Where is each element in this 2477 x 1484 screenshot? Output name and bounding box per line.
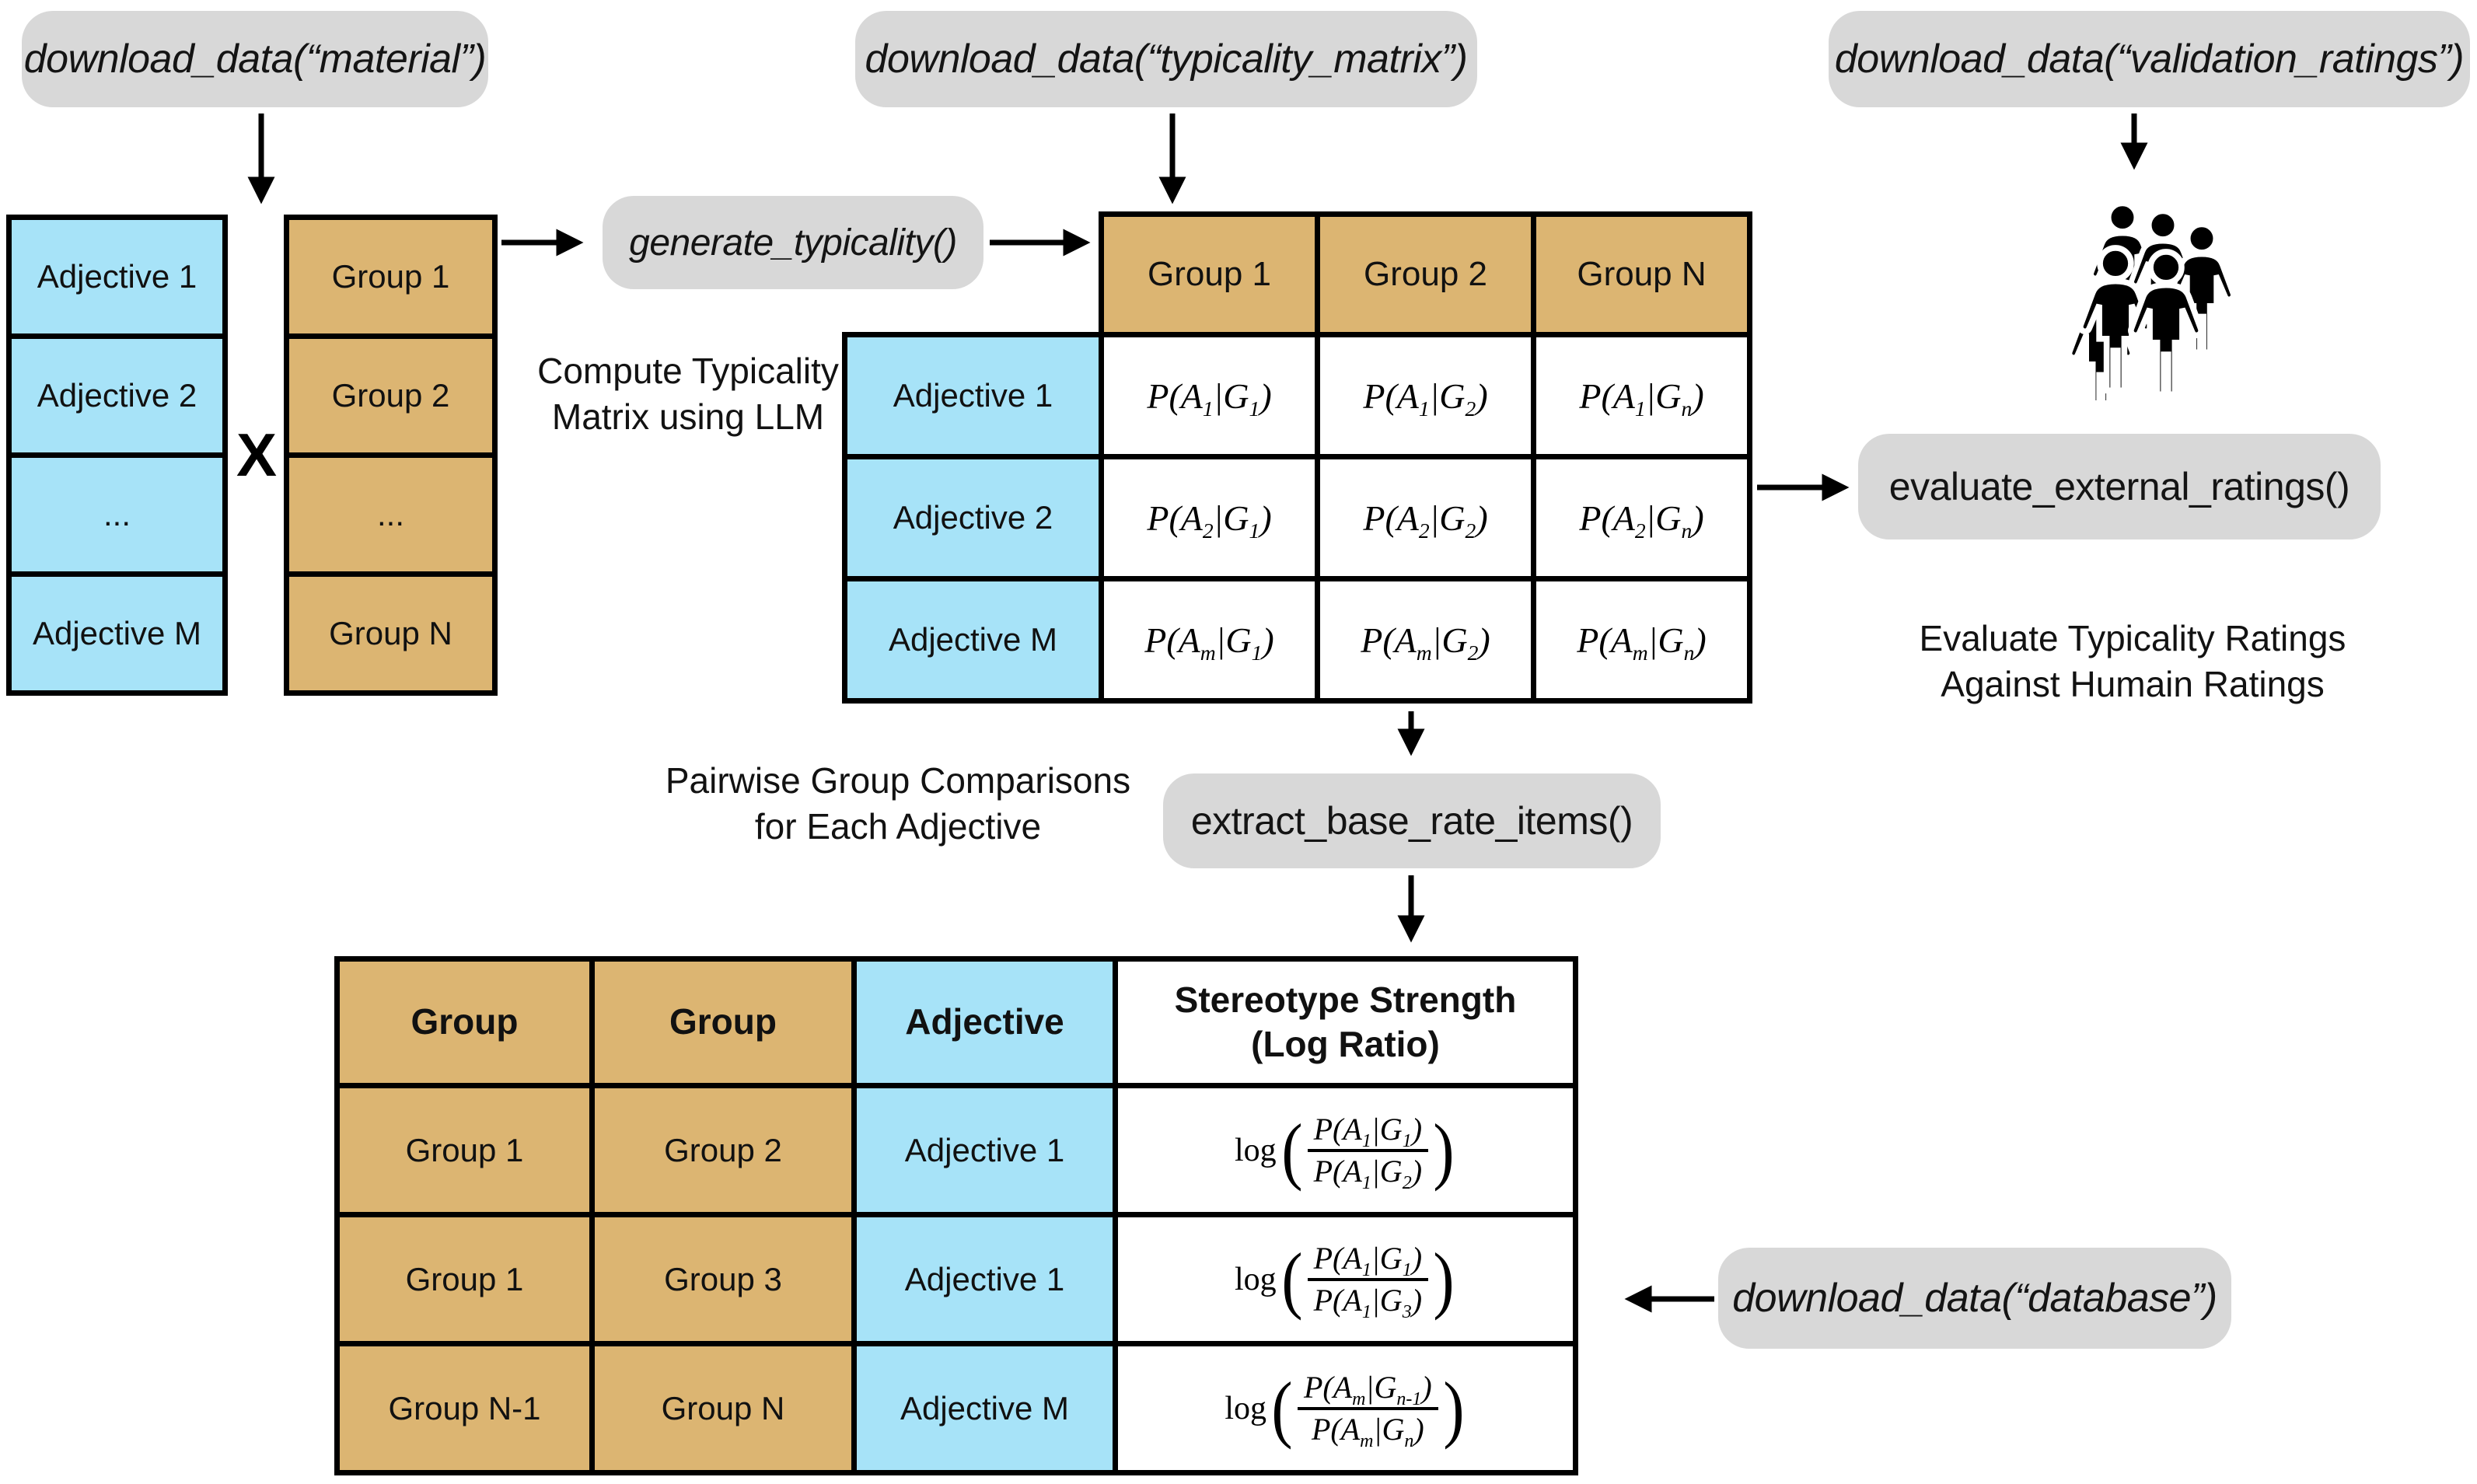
pairwise-comparisons-caption: Pairwise Group Comparisons for Each Adje… xyxy=(626,758,1170,850)
log-function-label: log xyxy=(1234,1261,1277,1297)
matrix-col-header: Group 2 xyxy=(1320,217,1531,332)
adjective-list-cell: Adjective 1 xyxy=(12,220,222,333)
group-list-cell: ... xyxy=(289,458,492,571)
matrix-col-header: Group 1 xyxy=(1104,217,1315,332)
validation-ratings-download-pill: download_data(“validation_ratings”) xyxy=(1829,11,2470,107)
log-function-label: log xyxy=(1225,1390,1266,1426)
base-rate-cell-group-b: Group N xyxy=(595,1346,851,1470)
fraction-numerator: P(Am|Gn-1) xyxy=(1303,1369,1432,1409)
matrix-probability-cell: P(A2|Gn) xyxy=(1579,498,1704,543)
pill-label: download_data(“validation_ratings”) xyxy=(1834,37,2465,82)
header-line: (Log Ratio) xyxy=(1251,1024,1440,1064)
evaluate-ratings-caption: Evaluate Typicality Ratings Against Huma… xyxy=(1845,616,2420,707)
matrix-row-label: Adjective 2 xyxy=(847,459,1099,576)
base-rate-cell-group-a: Group N-1 xyxy=(340,1346,589,1470)
adjective-list-cell: ... xyxy=(12,458,222,571)
pill-label: extract_base_rate_items() xyxy=(1190,799,1633,843)
base-rate-cell-group-b: Group 3 xyxy=(595,1217,851,1341)
matrix-col-header: Group N xyxy=(1536,217,1747,332)
typicality-matrix-body: Adjective 1 P(A1|G1) P(A1|G2) P(A1|Gn) A… xyxy=(842,332,1752,704)
base-rate-cell-group-a: Group 1 xyxy=(340,1217,589,1341)
typicality-matrix-download-pill: download_data(“typicality_matrix”) xyxy=(855,11,1477,107)
fraction-denominator: P(A1|G3) xyxy=(1313,1282,1423,1322)
base-rate-cell-log-ratio: log ( P(A1|G1) P(A1|G3) ) xyxy=(1118,1217,1573,1341)
base-rate-cell-log-ratio: log ( P(A1|G1) P(A1|G2) ) xyxy=(1118,1088,1573,1212)
adjective-list-table: Adjective 1 Adjective 2 ... Adjective M xyxy=(6,215,228,696)
typicality-matrix-header: Group 1 Group 2 Group N xyxy=(1099,211,1752,332)
group-list-cell: Group 2 xyxy=(289,339,492,452)
database-download-pill: download_data(“database”) xyxy=(1718,1248,2231,1349)
generate-typicality-pill: generate_typicality() xyxy=(603,196,983,289)
close-paren: ) xyxy=(1443,1366,1465,1450)
base-rate-cell-adjective: Adjective M xyxy=(857,1346,1113,1470)
adjective-list-cell: Adjective 2 xyxy=(12,339,222,452)
extract-base-rate-items-pill: extract_base_rate_items() xyxy=(1163,773,1661,868)
group-list-table: Group 1 Group 2 ... Group N xyxy=(284,215,498,696)
base-rate-table: Group Group Adjective Stereotype Strengt… xyxy=(334,956,1578,1475)
matrix-probability-cell: P(A2|G1) xyxy=(1147,498,1272,543)
caption-line: for Each Adjective xyxy=(754,805,1042,847)
pill-label: download_data(“database”) xyxy=(1732,1276,2217,1321)
matrix-probability-cell: P(A1|Gn) xyxy=(1579,375,1704,421)
fraction-denominator: P(Am|Gn) xyxy=(1311,1411,1424,1451)
open-paren: ( xyxy=(1281,1237,1303,1321)
matrix-probability-cell: P(A2|G2) xyxy=(1363,498,1488,543)
pill-label: download_data(“typicality_matrix”) xyxy=(865,37,1468,82)
fraction-bar xyxy=(1297,1406,1438,1410)
group-list-cell: Group N xyxy=(289,577,492,690)
adjective-list-cell: Adjective M xyxy=(12,577,222,690)
base-rate-col-header: Stereotype Strength (Log Ratio) xyxy=(1118,962,1573,1083)
material-download-pill: download_data(“material”) xyxy=(22,11,488,107)
base-rate-cell-adjective: Adjective 1 xyxy=(857,1217,1113,1341)
header-line: Stereotype Strength xyxy=(1174,979,1517,1020)
fraction-denominator: P(A1|G2) xyxy=(1313,1153,1423,1193)
people-group-icon xyxy=(2021,198,2255,400)
fraction-bar xyxy=(1307,1148,1429,1152)
open-paren: ( xyxy=(1281,1108,1303,1192)
fraction-bar xyxy=(1307,1277,1429,1281)
compute-typicality-caption: Compute Typicality Matrix using LLM xyxy=(455,348,921,440)
pill-label: evaluate_external_ratings() xyxy=(1888,465,2350,508)
open-paren: ( xyxy=(1271,1366,1293,1450)
pill-label: download_data(“material”) xyxy=(23,37,487,82)
log-function-label: log xyxy=(1234,1132,1277,1168)
matrix-row-label: Adjective M xyxy=(847,581,1099,698)
base-rate-cell-log-ratio: log ( P(Am|Gn-1) P(Am|Gn) ) xyxy=(1118,1346,1573,1470)
matrix-probability-cell: P(Am|G2) xyxy=(1361,620,1490,665)
matrix-probability-cell: P(Am|Gn) xyxy=(1577,620,1707,665)
close-paren: ) xyxy=(1433,1108,1455,1192)
matrix-probability-cell: P(A1|G2) xyxy=(1363,375,1488,421)
caption-line: Evaluate Typicality Ratings xyxy=(1919,618,2346,658)
cross-product-operator: X xyxy=(236,420,278,489)
pill-label: generate_typicality() xyxy=(629,222,957,264)
caption-line: Compute Typicality xyxy=(537,351,839,391)
matrix-probability-cell: P(Am|G1) xyxy=(1144,620,1274,665)
caption-line: Pairwise Group Comparisons xyxy=(665,760,1131,801)
base-rate-col-header: Group xyxy=(595,962,851,1083)
caption-line: Against Humain Ratings xyxy=(1941,663,2325,704)
base-rate-cell-group-a: Group 1 xyxy=(340,1088,589,1212)
base-rate-col-header: Adjective xyxy=(857,962,1113,1083)
base-rate-cell-group-b: Group 2 xyxy=(595,1088,851,1212)
group-list-cell: Group 1 xyxy=(289,220,492,333)
caption-line: Matrix using LLM xyxy=(551,396,825,437)
fraction-numerator: P(A1|G1) xyxy=(1313,1111,1423,1151)
evaluate-external-ratings-pill: evaluate_external_ratings() xyxy=(1858,434,2381,539)
base-rate-cell-adjective: Adjective 1 xyxy=(857,1088,1113,1212)
matrix-probability-cell: P(A1|G1) xyxy=(1147,375,1272,421)
close-paren: ) xyxy=(1433,1237,1455,1321)
matrix-row-label: Adjective 1 xyxy=(847,337,1099,454)
fraction-numerator: P(A1|G1) xyxy=(1313,1240,1423,1280)
base-rate-col-header: Group xyxy=(340,962,589,1083)
